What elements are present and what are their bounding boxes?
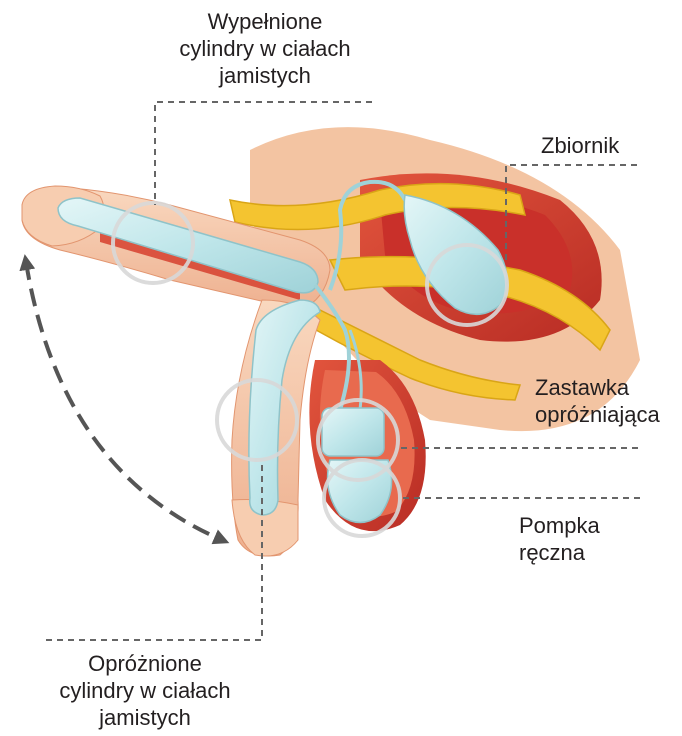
label-hand-pump: Pompka ręczna bbox=[519, 512, 600, 566]
label-reservoir-line1: Zbiornik bbox=[541, 132, 619, 159]
label-deflation-valve-line1: Zastawka bbox=[535, 374, 660, 401]
label-hand-pump-line1: Pompka bbox=[519, 512, 600, 539]
label-filled-cylinders-line1: Wypełnione bbox=[160, 8, 370, 35]
leader-line-deflated bbox=[44, 465, 262, 640]
label-hand-pump-line2: ręczna bbox=[519, 539, 600, 566]
label-filled-cylinders-line2: cylindry w ciałach bbox=[160, 35, 370, 62]
label-deflation-valve: Zastawka opróżniająca bbox=[535, 374, 660, 428]
label-deflated-cylinders-line3: jamistych bbox=[40, 704, 250, 731]
label-filled-cylinders-line3: jamistych bbox=[160, 62, 370, 89]
motion-arrow bbox=[26, 262, 222, 540]
label-deflated-cylinders-line1: Opróżnione bbox=[40, 650, 250, 677]
label-reservoir: Zbiornik bbox=[541, 132, 619, 159]
label-deflated-cylinders-line2: cylindry w ciałach bbox=[40, 677, 250, 704]
label-filled-cylinders: Wypełnione cylindry w ciałach jamistych bbox=[160, 8, 370, 89]
label-deflated-cylinders: Opróżnione cylindry w ciałach jamistych bbox=[40, 650, 250, 731]
label-deflation-valve-line2: opróżniająca bbox=[535, 401, 660, 428]
